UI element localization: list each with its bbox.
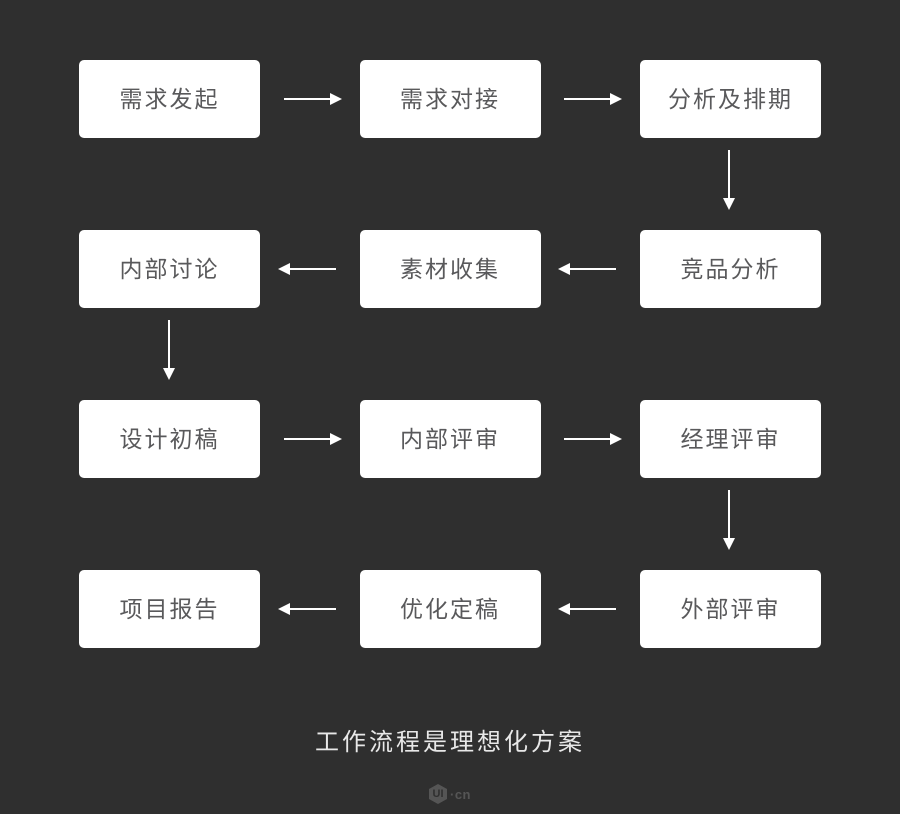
arrow-head <box>610 93 623 105</box>
arrow-left-row2-col3-col2 <box>541 257 641 281</box>
flow-node-material-collection[interactable]: 素材收集 <box>359 230 541 308</box>
arrow-head <box>610 433 623 445</box>
flow-node-analysis-scheduling[interactable]: 分析及排期 <box>640 60 821 138</box>
arrow-head <box>558 263 571 275</box>
flow-node-requirement-initiation[interactable]: 需求发起 <box>79 60 260 138</box>
arrow-shaft <box>564 608 617 610</box>
arrow-head <box>329 433 342 445</box>
flow-node-label: 需求发起 <box>119 85 220 112</box>
flow-node-label: 项目报告 <box>119 595 220 622</box>
arrow-left-row4-col3-col2 <box>541 597 641 621</box>
flow-node-label: 内部评审 <box>400 425 500 452</box>
flow-node-internal-review[interactable]: 内部评审 <box>359 400 541 478</box>
flow-node-manager-review[interactable]: 经理评审 <box>640 400 821 478</box>
flow-node-project-report[interactable]: 项目报告 <box>79 570 260 648</box>
arrow-left-row4-col2-col1 <box>260 597 360 621</box>
flow-node-label: 素材收集 <box>400 255 500 282</box>
arrow-head <box>723 538 735 550</box>
arrow-right-row3-col2-col3 <box>541 427 641 451</box>
flow-node-label: 外部评审 <box>680 595 781 622</box>
arrow-right-row1-col2-col3 <box>541 87 641 111</box>
arrow-shaft <box>728 150 730 202</box>
arrow-head <box>277 603 290 615</box>
flow-node-label: 优化定稿 <box>400 595 500 622</box>
arrow-shaft <box>168 320 170 372</box>
flow-node-external-review[interactable]: 外部评审 <box>640 570 821 648</box>
flow-node-label: 需求对接 <box>400 85 500 112</box>
flow-node-label: 经理评审 <box>680 425 781 452</box>
flow-node-label: 分析及排期 <box>668 85 793 112</box>
arrow-head <box>163 368 175 380</box>
arrow-down-row1-to-row2 <box>717 150 741 212</box>
watermark-mark: UI <box>432 787 444 800</box>
arrow-down-row2-to-row3 <box>157 320 181 382</box>
flow-node-label: 竞品分析 <box>680 255 781 282</box>
arrow-down-row3-to-row4 <box>717 490 741 552</box>
flow-node-internal-discussion[interactable]: 内部讨论 <box>79 230 260 308</box>
arrow-left-row2-col2-col1 <box>260 257 360 281</box>
uicn-logo-icon: UI <box>429 784 447 804</box>
arrow-shaft <box>283 268 336 270</box>
arrow-shaft <box>564 438 617 440</box>
watermark-text: ·cn <box>450 786 471 802</box>
flow-node-design-draft[interactable]: 设计初稿 <box>79 400 260 478</box>
watermark: UI ·cn <box>0 784 900 804</box>
flow-node-label: 设计初稿 <box>119 425 220 452</box>
arrow-shaft <box>564 268 617 270</box>
arrow-right-row1-col1-col2 <box>260 87 360 111</box>
arrow-right-row3-col1-col2 <box>260 427 360 451</box>
arrow-head <box>558 603 571 615</box>
arrow-shaft <box>564 98 617 100</box>
flowchart-grid: 需求发起 需求对接 分析及排期 内部讨论 素材收集 <box>79 60 821 648</box>
arrow-head <box>329 93 342 105</box>
arrow-head <box>277 263 290 275</box>
flow-node-competitor-analysis[interactable]: 竞品分析 <box>640 230 821 308</box>
flow-node-label: 内部讨论 <box>119 255 220 282</box>
diagram-caption: 工作流程是理想化方案 <box>315 729 585 756</box>
arrow-shaft <box>283 438 336 440</box>
flow-node-requirement-alignment[interactable]: 需求对接 <box>359 60 541 138</box>
arrow-head <box>723 198 735 210</box>
arrow-shaft <box>728 490 730 542</box>
arrow-shaft <box>283 98 336 100</box>
flow-node-optimized-final[interactable]: 优化定稿 <box>359 570 541 648</box>
arrow-shaft <box>283 608 336 610</box>
